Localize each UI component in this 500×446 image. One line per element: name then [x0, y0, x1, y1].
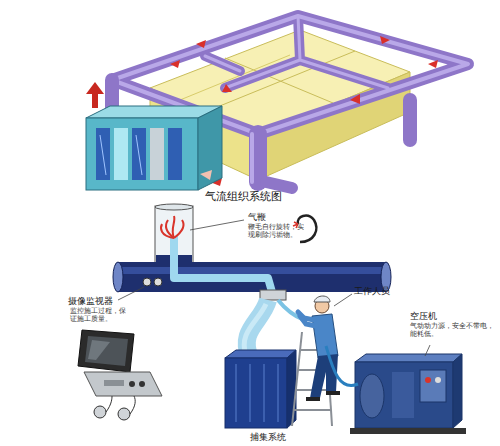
- camera-monitor: [78, 330, 162, 420]
- inner-hose: [174, 236, 272, 292]
- air-hose: [326, 346, 358, 385]
- camera-monitor: [129, 381, 135, 387]
- return-arrow: [200, 170, 212, 180]
- camera-monitor: [78, 330, 134, 372]
- leader-line: [118, 220, 430, 356]
- collection-unit: [225, 350, 296, 428]
- air-compressor: [453, 354, 462, 428]
- air-handling-unit: [114, 128, 128, 180]
- airflow-arrow: [92, 92, 98, 108]
- airflow-arrow: [380, 36, 390, 44]
- air-handling-unit: [86, 106, 222, 190]
- camera-monitor: [88, 340, 110, 360]
- camera-port: [143, 278, 162, 286]
- worker: [306, 397, 320, 401]
- leader-line: [118, 287, 144, 300]
- airflow-arrow: [86, 82, 104, 108]
- camera-port: [154, 278, 162, 286]
- air-whip: [174, 220, 184, 238]
- air-handling-unit: [132, 128, 146, 180]
- air-handling-unit: [86, 118, 198, 190]
- air-whip: [161, 224, 174, 238]
- air-duct: [105, 80, 119, 108]
- camera-monitor: [94, 406, 106, 418]
- worker: [314, 296, 330, 302]
- camera-monitor: [104, 380, 124, 386]
- collection-unit: [225, 350, 296, 358]
- air-hose: [326, 346, 358, 385]
- air-compressor: [355, 354, 462, 362]
- worker: [298, 296, 340, 401]
- air-whip: [173, 216, 175, 238]
- collection-unit: [225, 358, 287, 428]
- airflow-arrow: [170, 60, 180, 68]
- camera-monitor: [118, 408, 130, 420]
- callout-note: 监控施工过程，保证施工质量。: [70, 307, 126, 323]
- air-duct: [250, 134, 254, 182]
- inner-hose: [174, 236, 272, 292]
- air-compressor: [425, 377, 431, 383]
- duct-opening: [260, 290, 286, 300]
- air-duct: [266, 182, 292, 188]
- callout-label: 捕集系统: [250, 432, 286, 442]
- collection-hose: [244, 304, 266, 356]
- callout-label: 空压机: [410, 311, 437, 321]
- air-duct: [403, 100, 417, 140]
- air-handling-unit: [198, 106, 222, 190]
- return-arrow: [200, 170, 212, 180]
- air-duct: [205, 16, 388, 88]
- caption: 气流组织系统图: [205, 191, 282, 204]
- duct-opening: [260, 290, 286, 300]
- air-handling-unit: [168, 128, 182, 180]
- collection-unit: [287, 350, 296, 428]
- air-handling-unit: [150, 128, 164, 180]
- air-whip: [161, 216, 184, 238]
- callout-note: 鞭毛自行旋转，实现刷除污垢物。: [248, 223, 304, 239]
- airflow-arrow: [428, 60, 438, 68]
- leader-line: [190, 220, 244, 230]
- building-block: [180, 55, 290, 100]
- camera-monitor: [139, 381, 145, 387]
- air-handling-unit: [96, 128, 110, 180]
- worker: [326, 391, 340, 395]
- leader-line: [334, 294, 352, 306]
- horizontal-duct: [113, 262, 123, 292]
- air-handling-unit: [100, 135, 106, 175]
- horizontal-duct: [118, 267, 386, 274]
- callout-label: 气鞭: [248, 212, 266, 222]
- collection-unit: [277, 364, 279, 422]
- callout-label: 摄像监视器: [68, 296, 113, 306]
- camera-monitor: [106, 396, 135, 414]
- collection-unit: [235, 364, 237, 422]
- air-compressor: [355, 362, 453, 428]
- air-compressor: [350, 428, 466, 434]
- leader-line: [425, 345, 430, 356]
- air-handling-unit: [136, 135, 142, 175]
- callout-label: 工作人员: [354, 286, 390, 296]
- airflow-arrow: [196, 40, 206, 48]
- air-compressor: [350, 354, 466, 434]
- air-duct: [205, 16, 388, 88]
- airflow-arrow: [86, 82, 104, 94]
- camera-monitor: [84, 372, 162, 396]
- callout-note: 气动动力源，安全不带电，能耗低。: [410, 322, 494, 338]
- air-compressor: [435, 377, 441, 383]
- camera-port: [143, 278, 151, 286]
- collection-unit: [249, 364, 251, 422]
- camera-monitor: [85, 336, 128, 366]
- ladder: [294, 409, 331, 411]
- horizontal-duct: [113, 255, 391, 292]
- worker: [300, 316, 316, 326]
- vertical-duct: [155, 204, 193, 210]
- air-duct: [249, 134, 267, 182]
- air-compressor: [392, 372, 414, 418]
- airflow-arrow: [222, 84, 232, 92]
- air-compressor: [360, 374, 384, 418]
- collection-hose: [244, 300, 268, 358]
- air-compressor: [420, 370, 446, 402]
- collection-unit: [263, 364, 265, 422]
- airflow-arrow: [350, 94, 360, 104]
- ladder: [292, 332, 302, 426]
